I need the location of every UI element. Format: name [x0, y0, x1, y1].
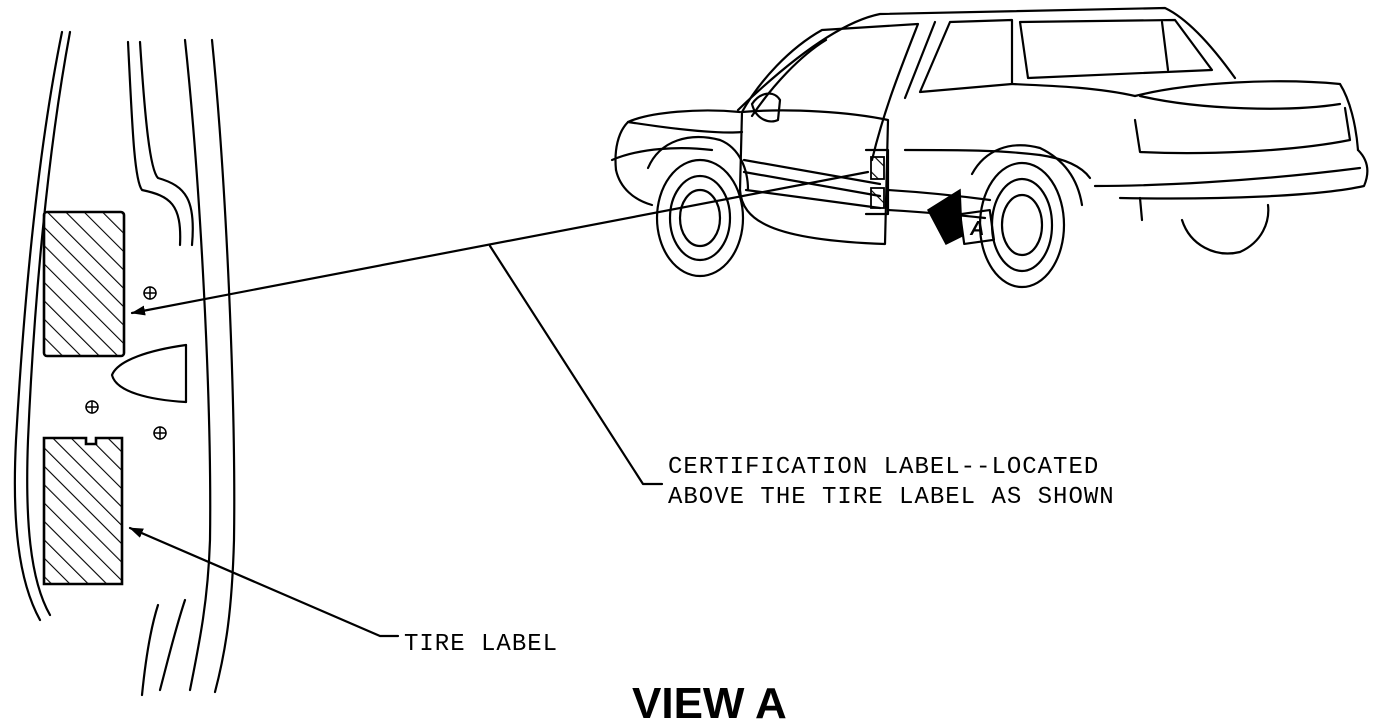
- screw-icon: [85, 400, 99, 414]
- view-marker-tag: A: [958, 208, 996, 246]
- tire-label-callout: TIRE LABEL: [404, 631, 558, 658]
- leader-lines: [128, 170, 870, 638]
- certification-callout-line1: CERTIFICATION LABEL--LOCATED: [668, 454, 1099, 481]
- screw-icon: [143, 286, 157, 300]
- front-wheel: [646, 136, 750, 278]
- screw-icon: [153, 426, 167, 440]
- tire-label-shape: [42, 436, 124, 586]
- certification-callout-line2: ABOVE THE TIRE LABEL AS SHOWN: [668, 484, 1115, 511]
- view-title: VIEW A: [632, 679, 787, 722]
- rear-wheel: [970, 144, 1084, 289]
- view-marker-letter: A: [969, 218, 984, 240]
- door-pillar-closeup: [13, 30, 236, 697]
- view-pointer-arrow: [927, 188, 963, 245]
- certification-label-shape: [42, 210, 126, 358]
- car-overview: A: [610, 6, 1369, 289]
